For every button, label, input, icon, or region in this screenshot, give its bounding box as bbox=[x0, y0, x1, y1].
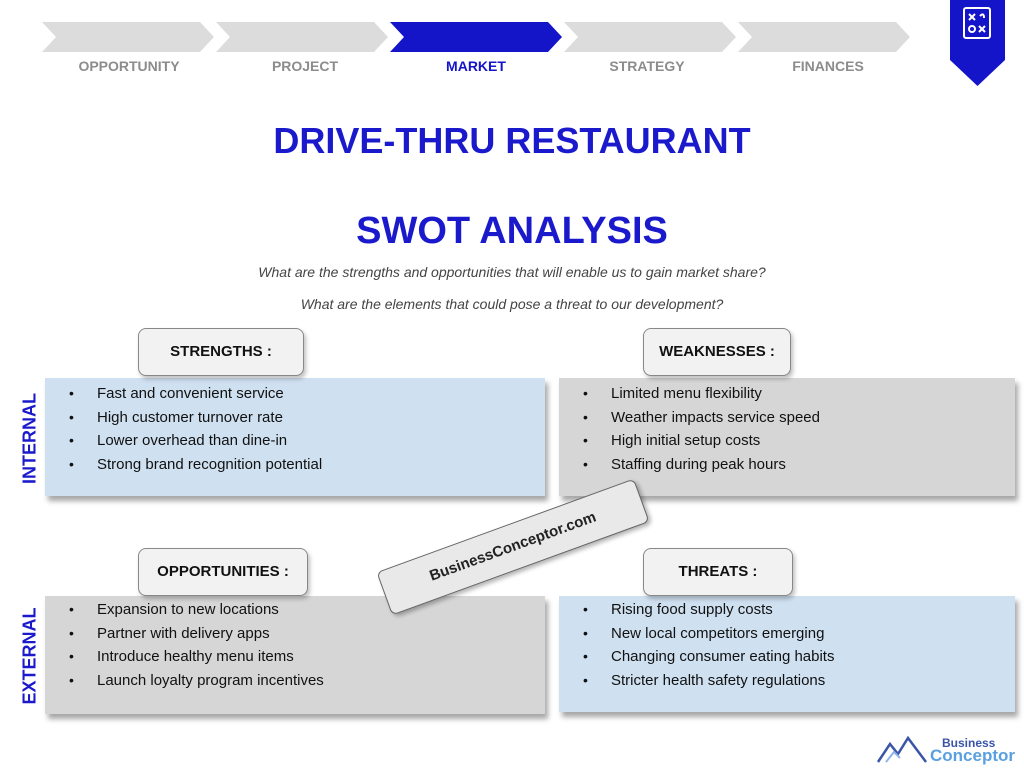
strengths-box: Fast and convenient service High custome… bbox=[45, 378, 545, 496]
strength-item: Strong brand recognition potential bbox=[45, 453, 545, 477]
opportunities-box: Expansion to new locations Partner with … bbox=[45, 596, 545, 714]
strength-item: Fast and convenient service bbox=[45, 382, 545, 406]
opportunity-item: Expansion to new locations bbox=[45, 598, 545, 622]
opportunity-item: Launch loyalty program incentives bbox=[45, 669, 545, 693]
step-finances[interactable] bbox=[738, 22, 910, 52]
step-label-project[interactable]: PROJECT bbox=[271, 58, 339, 74]
business-conceptor-logo: Business Conceptor bbox=[876, 734, 1016, 765]
step-label-market[interactable]: MARKET bbox=[446, 58, 506, 74]
question-1: What are the strengths and opportunities… bbox=[258, 264, 766, 280]
internal-label: INTERNAL bbox=[19, 393, 40, 484]
threat-item: New local competitors emerging bbox=[559, 622, 1015, 646]
weaknesses-box: Limited menu flexibility Weather impacts… bbox=[559, 378, 1015, 496]
weakness-item: Staffing during peak hours bbox=[559, 453, 1015, 477]
weakness-item: Limited menu flexibility bbox=[559, 382, 1015, 406]
strength-item: High customer turnover rate bbox=[45, 406, 545, 430]
bookmark-badge[interactable] bbox=[950, 0, 1005, 86]
strategy-board-icon bbox=[963, 7, 991, 39]
question-2: What are the elements that could pose a … bbox=[300, 296, 724, 312]
logo-line-2: Conceptor bbox=[930, 746, 1015, 765]
progress-steps bbox=[42, 22, 912, 52]
step-strategy[interactable] bbox=[564, 22, 736, 52]
weaknesses-label: WEAKNESSES : bbox=[643, 328, 791, 376]
threat-item: Stricter health safety regulations bbox=[559, 669, 1015, 693]
threats-label: THREATS : bbox=[643, 548, 793, 596]
threats-box: Rising food supply costs New local compe… bbox=[559, 596, 1015, 712]
step-label-opportunity[interactable]: OPPORTUNITY bbox=[78, 58, 180, 74]
section-title: SWOT ANALYSIS bbox=[356, 210, 668, 252]
step-opportunity[interactable] bbox=[42, 22, 214, 52]
step-market[interactable] bbox=[390, 22, 562, 52]
weakness-item: Weather impacts service speed bbox=[559, 406, 1015, 430]
opportunities-label: OPPORTUNITIES : bbox=[138, 548, 308, 596]
strengths-label: STRENGTHS : bbox=[138, 328, 304, 376]
threat-item: Changing consumer eating habits bbox=[559, 645, 1015, 669]
step-label-strategy[interactable]: STRATEGY bbox=[609, 58, 685, 74]
weakness-item: High initial setup costs bbox=[559, 429, 1015, 453]
step-label-finances[interactable]: FINANCES bbox=[792, 58, 864, 74]
threat-item: Rising food supply costs bbox=[559, 598, 1015, 622]
opportunity-item: Introduce healthy menu items bbox=[45, 645, 545, 669]
opportunity-item: Partner with delivery apps bbox=[45, 622, 545, 646]
page-title: DRIVE-THRU RESTAURANT bbox=[273, 120, 751, 161]
step-project[interactable] bbox=[216, 22, 388, 52]
logo-line-1: Business bbox=[942, 736, 996, 750]
external-label: EXTERNAL bbox=[19, 607, 40, 705]
strength-item: Lower overhead than dine-in bbox=[45, 429, 545, 453]
watermark-stamp: BusinessConceptor.com bbox=[376, 478, 650, 616]
mountain-logo-icon bbox=[876, 735, 927, 763]
